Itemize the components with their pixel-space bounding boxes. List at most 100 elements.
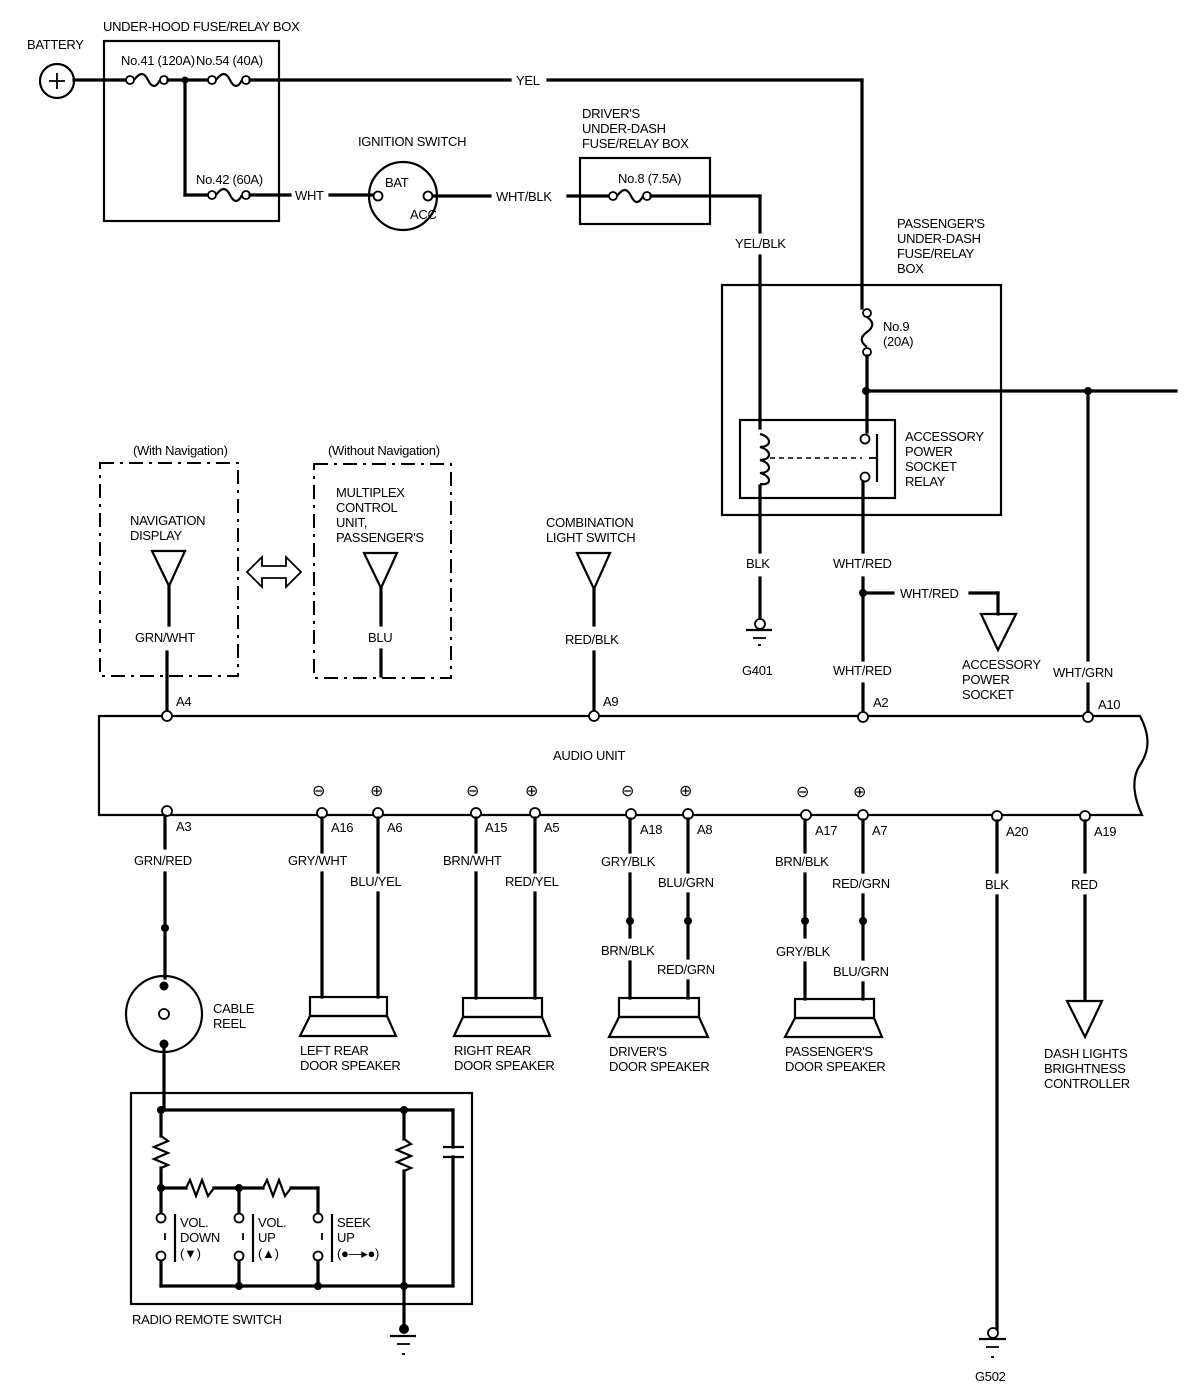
rr-speaker-label-2: DOOR SPEAKER xyxy=(454,1058,554,1073)
wire-yel-label: YEL xyxy=(516,73,540,88)
pin-a20-label: A20 xyxy=(1006,824,1028,839)
nav-label-2: DISPLAY xyxy=(130,528,182,543)
pin-a3-label: A3 xyxy=(176,819,191,834)
underhood-box-label: UNDER-HOOD FUSE/RELAY BOX xyxy=(103,19,300,34)
left-rear-speaker-icon xyxy=(298,995,398,1038)
wire-whtgrn-label: WHT/GRN xyxy=(1053,665,1113,680)
minus-icon: ⊖ xyxy=(466,783,479,800)
driver-box-label-2: UNDER-DASH xyxy=(582,121,666,136)
mpcu-label-4: PASSENGER'S xyxy=(336,530,424,545)
dash-lights-label-1: DASH LIGHTS xyxy=(1044,1046,1128,1061)
pin-a2 xyxy=(857,711,869,723)
socket-label-3: SOCKET xyxy=(962,687,1014,702)
socket-label-1: ACCESSORY xyxy=(962,657,1041,672)
audio-unit: AUDIO UNIT A4 A9 A2 A10 ⊖ ⊕ ⊖ ⊕ ⊖ ⊕ ⊖ ⊕ … xyxy=(97,694,1149,839)
wire-red-label: RED xyxy=(1071,877,1098,892)
ground-g401-label: G401 xyxy=(742,663,773,678)
ignition-switch: IGNITION SWITCH BAT ACC xyxy=(358,134,466,232)
pin-a17-label: A17 xyxy=(815,823,837,838)
relay-label-1: ACCESSORY xyxy=(905,429,984,444)
vol-up-label-3: (▲) xyxy=(258,1246,279,1261)
fuse-54 xyxy=(207,72,251,88)
wire-lr-neg-label: GRY/WHT xyxy=(288,853,347,868)
pin-a4 xyxy=(161,710,173,722)
driver-speaker-icon xyxy=(607,996,710,1039)
vol-down-label-2: DOWN xyxy=(180,1230,220,1245)
fuse-41-label: No.41 (120A) xyxy=(121,53,195,68)
socket-label-2: POWER xyxy=(962,672,1010,687)
without-navigation-label: (Without Navigation) xyxy=(328,443,440,458)
pin-a9 xyxy=(588,710,600,722)
ground-remote-switch-icon xyxy=(390,1324,416,1355)
swap-arrow-icon xyxy=(245,554,303,590)
minus-icon: ⊖ xyxy=(621,783,634,800)
wire-grnwht-label: GRN/WHT xyxy=(135,630,195,645)
dash-lights-label-3: CONTROLLER xyxy=(1044,1076,1130,1091)
pin-a7-label: A7 xyxy=(872,823,887,838)
pin-a18-label: A18 xyxy=(640,822,662,837)
wire-ps-neg-a-label: BRN/BLK xyxy=(775,854,829,869)
plus-icon: ⊕ xyxy=(370,783,383,800)
pin-a16-label: A16 xyxy=(331,820,353,835)
cable-reel-label-2: REEL xyxy=(213,1016,246,1031)
wire-rr-pos-label: RED/YEL xyxy=(505,874,559,889)
combination-light-switch: COMBINATION LIGHT SWITCH RED/BLK xyxy=(546,515,636,714)
seek-up-label-1: SEEK xyxy=(337,1215,371,1230)
wire-ps-pos-b-label: BLU/GRN xyxy=(833,964,889,979)
ignition-switch-label: IGNITION SWITCH xyxy=(358,134,466,149)
relay-label-3: SOCKET xyxy=(905,459,957,474)
pin-a3 xyxy=(161,805,173,817)
pin-a15-label: A15 xyxy=(485,820,507,835)
wire-blk-g502-label: BLK xyxy=(985,877,1009,892)
fuse-42 xyxy=(207,187,251,203)
remote-switch-label: RADIO REMOTE SWITCH xyxy=(132,1312,282,1327)
plus-icon: ⊕ xyxy=(679,783,692,800)
wire-lr-pos-label: BLU/YEL xyxy=(350,874,401,889)
mpcu-label-2: CONTROL xyxy=(336,500,398,515)
wire-wht-label: WHT xyxy=(295,188,324,203)
lr-speaker-label-2: DOOR SPEAKER xyxy=(300,1058,400,1073)
wire-redblk-label: RED/BLK xyxy=(565,632,619,647)
vol-up-label-2: UP xyxy=(258,1230,275,1245)
wire-rr-neg-label: BRN/WHT xyxy=(443,853,502,868)
fuse-9: No.9 (20A) xyxy=(860,308,914,357)
fuse-9-label-1: No.9 xyxy=(883,319,909,334)
minus-icon: ⊖ xyxy=(312,783,325,800)
dr-speaker-label-2: DOOR SPEAKER xyxy=(609,1059,709,1074)
wire-dr-pos-a-label: BLU/GRN xyxy=(658,875,714,890)
right-rear-speaker-icon xyxy=(452,996,552,1038)
pin-a5-label: A5 xyxy=(544,820,559,835)
pin-a2-label: A2 xyxy=(873,695,888,710)
mpcu-label-3: UNIT, xyxy=(336,515,367,530)
pin-a10-label: A10 xyxy=(1098,697,1120,712)
pin-a10 xyxy=(1082,711,1094,723)
ps-speaker-label-1: PASSENGER'S xyxy=(785,1044,873,1059)
wire-ps-neg-b-label: GRY/BLK xyxy=(776,944,831,959)
ground-g502-label: G502 xyxy=(975,1369,1006,1384)
seek-up-label-3: (●—▸●) xyxy=(337,1246,379,1261)
navigation-display: (With Navigation) NAVIGATION DISPLAY GRN… xyxy=(99,443,239,714)
fuse-41 xyxy=(125,72,169,88)
with-navigation-label: (With Navigation) xyxy=(133,443,228,458)
wire-grnred-label: GRN/RED xyxy=(134,853,192,868)
wire-ps-pos-a-label: RED/GRN xyxy=(832,876,890,891)
wire-whtred-label-2: WHT/RED xyxy=(900,586,959,601)
driver-box-label-1: DRIVER'S xyxy=(582,106,641,121)
mpcu-label-1: MULTIPLEX xyxy=(336,485,405,500)
ground-g401-icon xyxy=(746,618,772,646)
seek-up-label-2: UP xyxy=(337,1230,354,1245)
pin-a9-label: A9 xyxy=(603,694,618,709)
underhood-fuse-relay-box: UNDER-HOOD FUSE/RELAY BOX No.41 (120A) N… xyxy=(102,19,300,223)
cable-reel-label-1: CABLE xyxy=(213,1001,255,1016)
wire-dr-neg-b-label: BRN/BLK xyxy=(601,943,655,958)
radio-remote-switch: RADIO REMOTE SWITCH VOL. DOWN (▼) xyxy=(129,1091,474,1328)
wire-whtred-label-1: WHT/RED xyxy=(833,556,892,571)
plus-icon: ⊕ xyxy=(525,783,538,800)
audio-unit-label: AUDIO UNIT xyxy=(553,748,625,763)
driver-box-label-3: FUSE/RELAY BOX xyxy=(582,136,689,151)
seek-up-button: SEEK UP (●—▸●) xyxy=(312,1212,379,1262)
minus-icon: ⊖ xyxy=(796,784,809,801)
multiplex-control-unit: (Without Navigation) MULTIPLEX CONTROL U… xyxy=(313,443,452,679)
wire-yelblk-label: YEL/BLK xyxy=(735,236,786,251)
